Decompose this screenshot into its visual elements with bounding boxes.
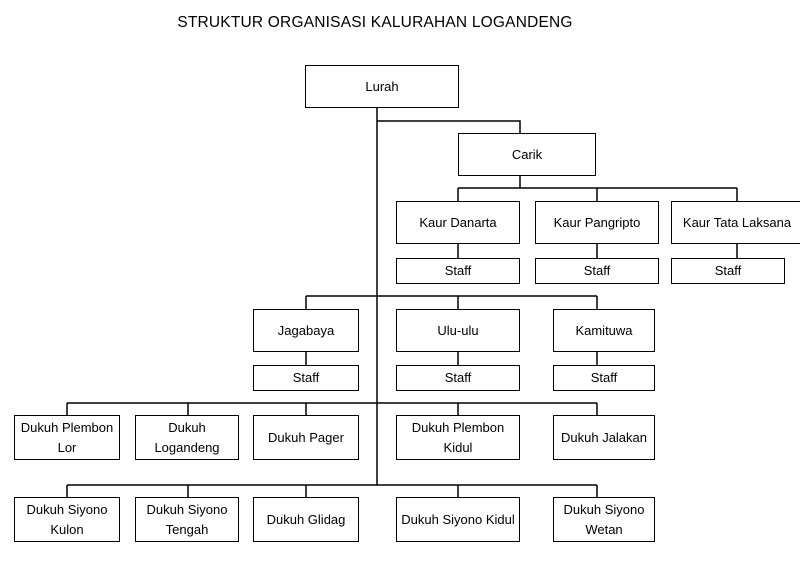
node-kamituwa: Kamituwa (553, 309, 655, 352)
node-staff-kaur-danarta: Staff (396, 258, 520, 284)
node-jagabaya: Jagabaya (253, 309, 359, 352)
node-dukuh-jalakan: Dukuh Jalakan (553, 415, 655, 460)
node-lurah: Lurah (305, 65, 459, 108)
node-dukuh-glidag: Dukuh Glidag (253, 497, 359, 542)
node-staff-kaur-tata-laksana: Staff (671, 258, 785, 284)
node-dukuh-siyono-kulon: Dukuh Siyono Kulon (14, 497, 120, 542)
node-dukuh-pager: Dukuh Pager (253, 415, 359, 460)
node-dukuh-siyono-kidul: Dukuh Siyono Kidul (396, 497, 520, 542)
node-kaur-tata-laksana: Kaur Tata Laksana (671, 201, 800, 244)
node-dukuh-siyono-wetan: Dukuh Siyono Wetan (553, 497, 655, 542)
node-carik: Carik (458, 133, 596, 176)
node-staff-kamituwa: Staff (553, 365, 655, 391)
node-dukuh-plembon-kidul: Dukuh Plembon Kidul (396, 415, 520, 460)
node-dukuh-plembon-lor: Dukuh Plembon Lor (14, 415, 120, 460)
node-dukuh-logandeng: Dukuh Logandeng (135, 415, 239, 460)
node-staff-jagabaya: Staff (253, 365, 359, 391)
chart-title: STRUKTUR ORGANISASI KALURAHAN LOGANDENG (177, 14, 573, 31)
node-dukuh-siyono-tengah: Dukuh Siyono Tengah (135, 497, 239, 542)
node-ulu-ulu: Ulu-ulu (396, 309, 520, 352)
node-staff-ulu-ulu: Staff (396, 365, 520, 391)
node-staff-kaur-pangripto: Staff (535, 258, 659, 284)
node-kaur-danarta: Kaur Danarta (396, 201, 520, 244)
node-kaur-pangripto: Kaur Pangripto (535, 201, 659, 244)
